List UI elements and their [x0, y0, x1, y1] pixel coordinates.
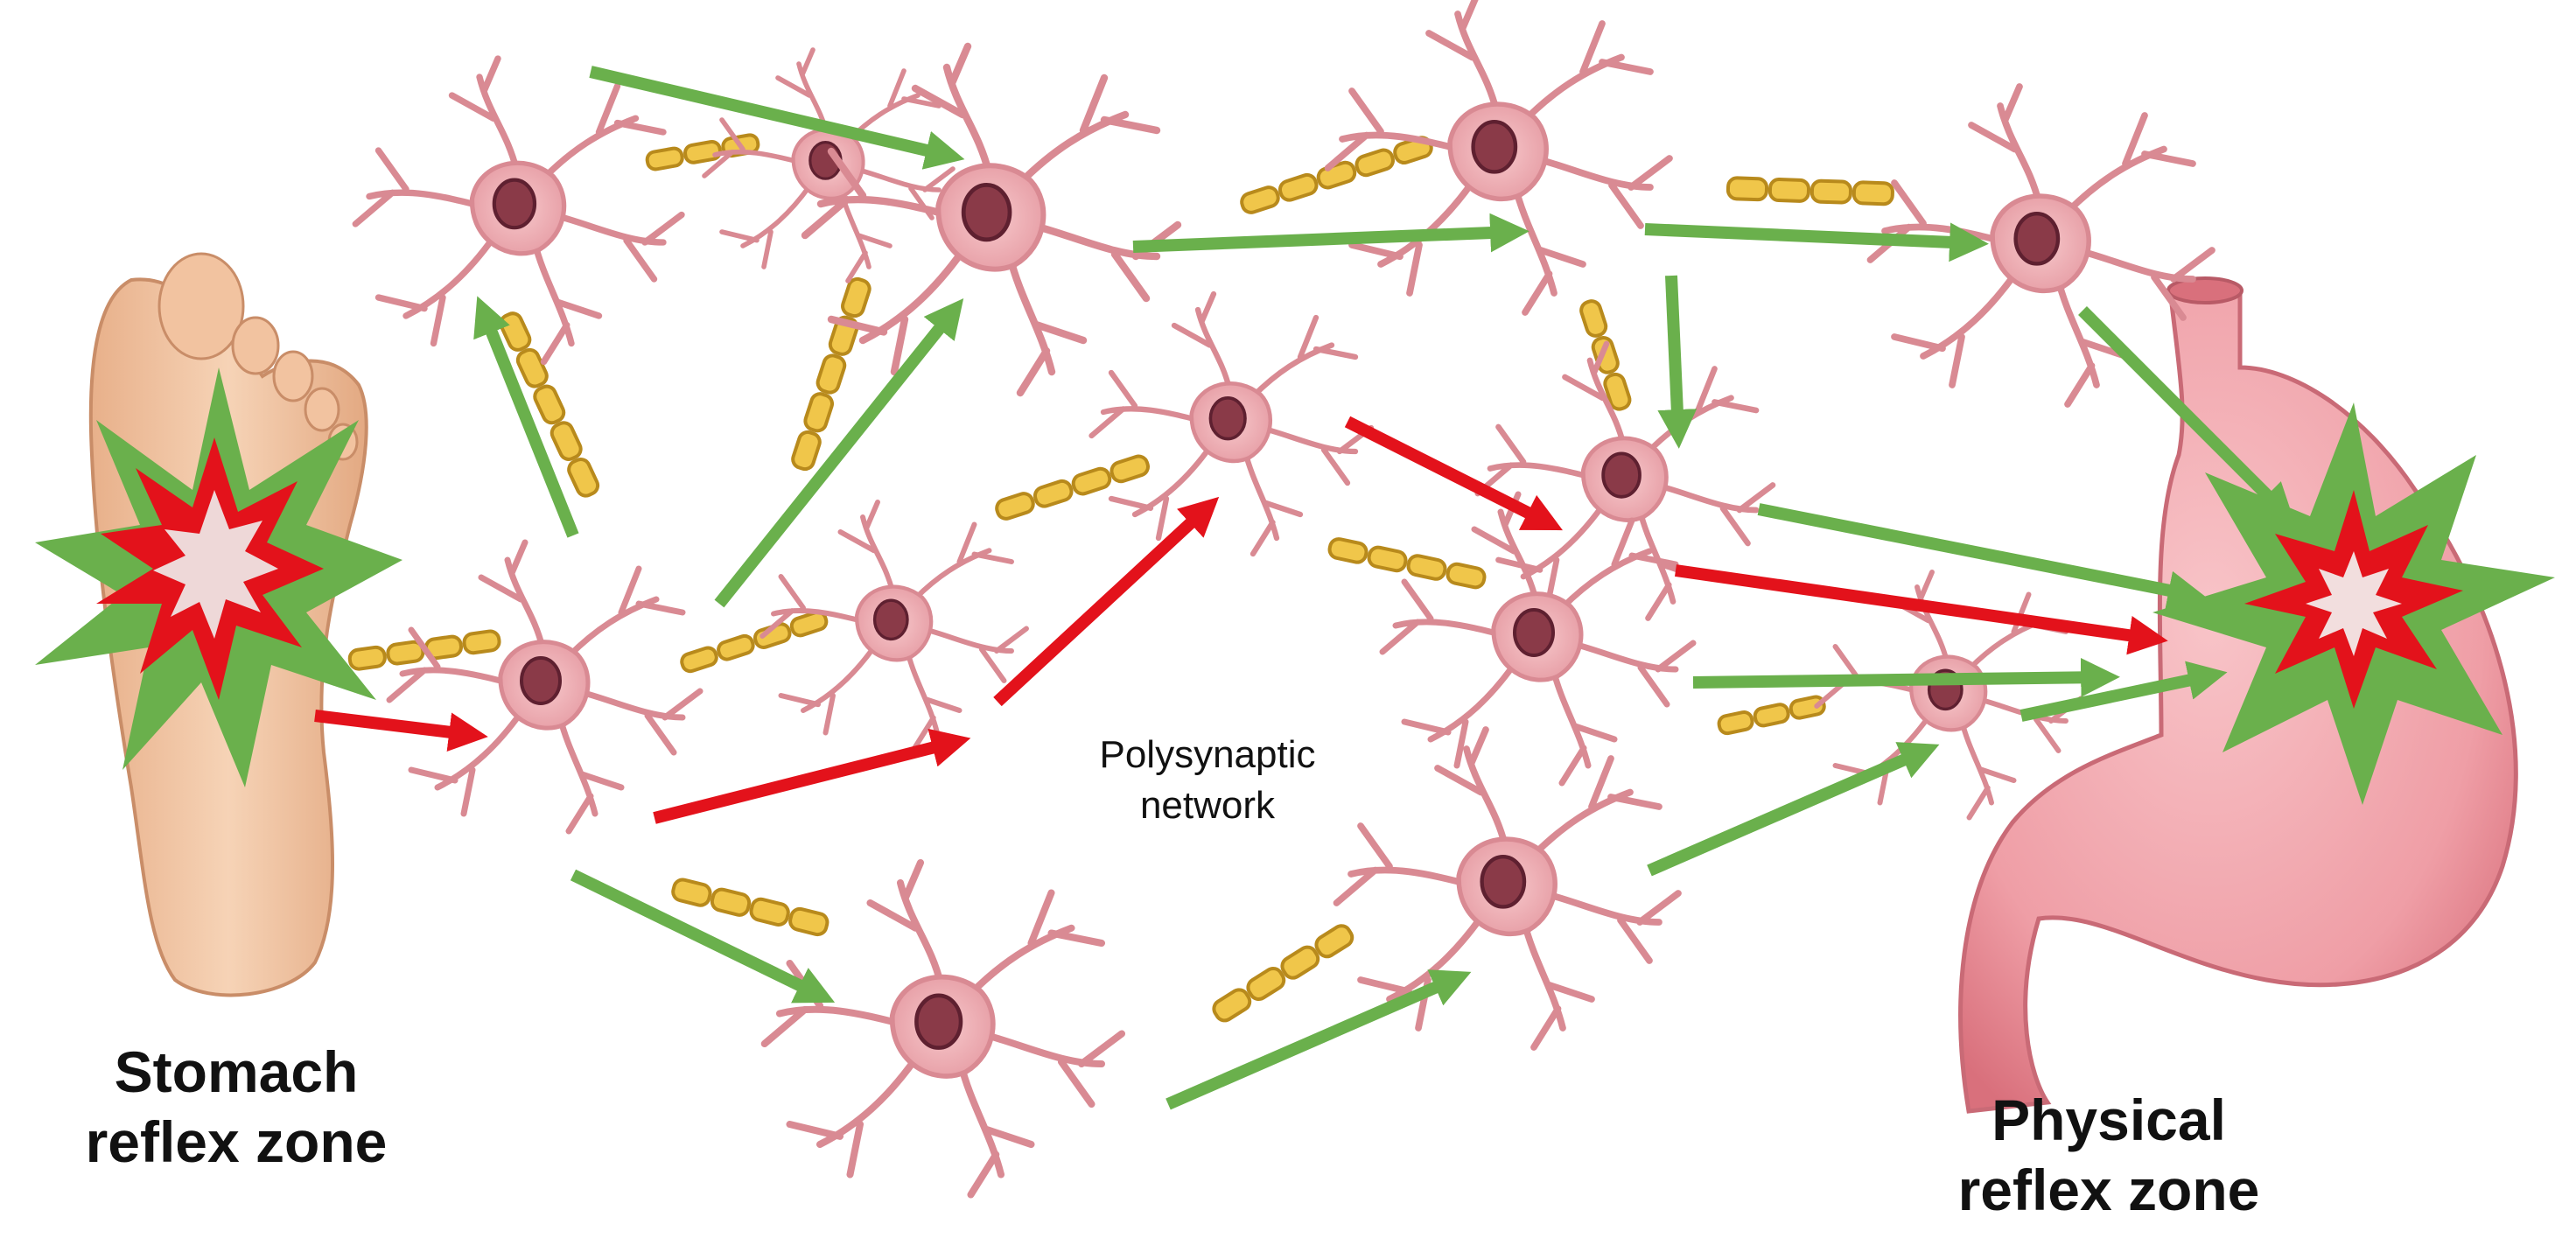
polysynaptic-network-label: Polysynaptic network: [998, 730, 1418, 831]
neuron-icon: [389, 542, 700, 831]
starburst-icon: [35, 367, 402, 787]
stomach-reflex-zone-label: Stomach reflex zone: [35, 1037, 438, 1177]
neuron-icon: [704, 50, 953, 281]
physical-reflex-zone-line2: reflex zone: [1957, 1158, 2260, 1222]
pain-pathway-arrows: [314, 416, 2168, 824]
stomach-reflex-zone-line2: reflex zone: [85, 1109, 388, 1174]
stomach-reflex-zone-line1: Stomach: [114, 1039, 359, 1104]
starburst-icon: [2152, 402, 2555, 805]
polysynaptic-network-line2: network: [1139, 784, 1276, 827]
neuron-icon: [1092, 294, 1372, 554]
excitatory-arrows: [473, 66, 2295, 1110]
physical-reflex-zone-label: Physical reflex zone: [1881, 1085, 2336, 1225]
physical-reflex-zone-line1: Physical: [1992, 1088, 2226, 1152]
neurons: [355, 0, 2212, 1194]
neuron-icon: [805, 46, 1178, 393]
myelinated-axons: [347, 133, 1894, 1023]
polysynaptic-network-line1: Polysynaptic: [1099, 733, 1316, 776]
